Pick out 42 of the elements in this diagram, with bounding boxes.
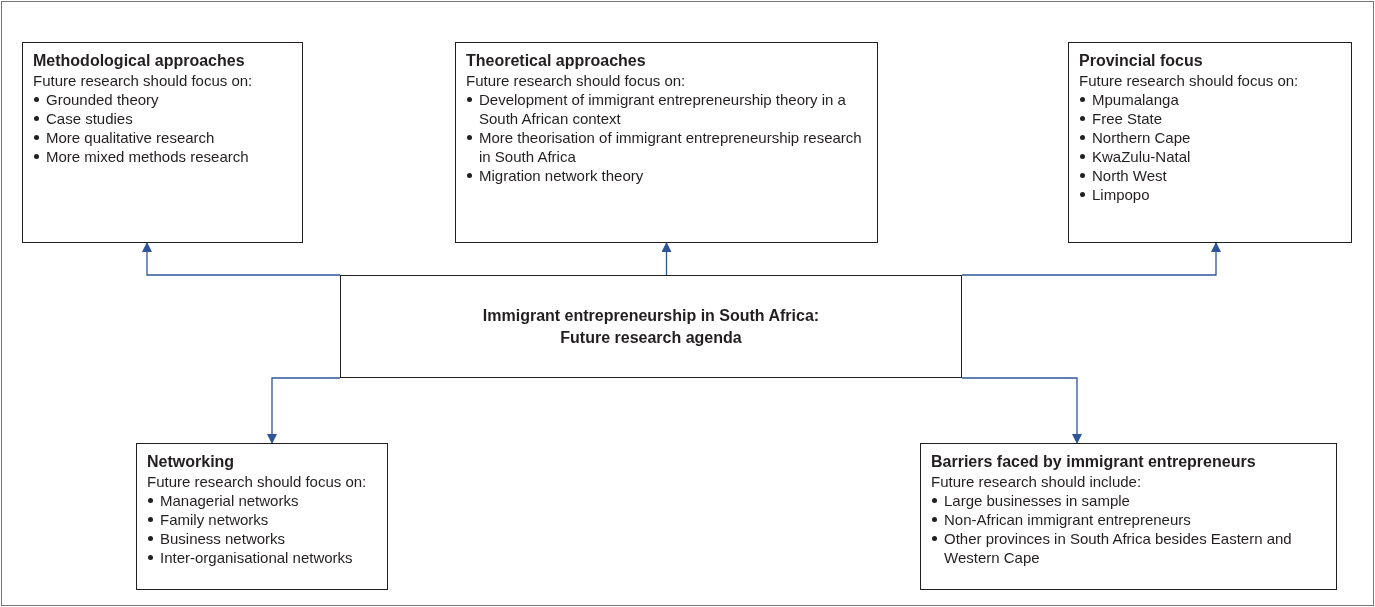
bullet-item: More qualitative research [46, 129, 215, 146]
box-heading: Immigrant entrepreneurship in South Africa: Future research agenda [481, 305, 821, 348]
topic-box [22, 42, 303, 243]
topic-box [1068, 42, 1352, 243]
box-intro-text: Future research should focus on: [1079, 71, 1300, 90]
bullet-item: KwaZulu-Natal [1092, 148, 1191, 165]
box-intro-text: Future research should focus on: [466, 71, 687, 90]
bullet-item: More mixed methods research [46, 148, 249, 165]
topic-box [136, 443, 388, 590]
bullet-item: North West [1092, 167, 1167, 184]
arrow [142, 242, 341, 276]
topic-box [455, 42, 878, 243]
box-intro-text: Future research should focus on: [33, 71, 254, 90]
bullet-item: Grounded theory [46, 91, 159, 108]
bullet-item: Limpopo [1092, 186, 1150, 203]
bullet-item: Free State [1092, 110, 1163, 127]
bullet-item: Non-African immigrant entrepreneurs [944, 511, 1191, 528]
box-heading: Provincial focus [1079, 51, 1204, 71]
bullet-item: Inter-organisational networks [160, 549, 353, 566]
arrow [961, 377, 1082, 444]
box-heading: Theoretical approaches [466, 51, 647, 71]
bullet-item: More theorisation of immigrant entrepreneurship research in South Africa [479, 129, 862, 165]
box-heading: Networking [147, 452, 236, 472]
box-intro-text: Future research should focus on: [147, 472, 368, 491]
bullet-item: Large businesses in sample [944, 492, 1130, 509]
central-topic-box [340, 275, 962, 378]
bullet-item: Business networks [160, 530, 286, 547]
arrow [661, 242, 672, 276]
bullet-item: Northern Cape [1092, 129, 1191, 146]
topic-box [920, 443, 1337, 590]
box-intro-text: Future research should include: [931, 472, 1143, 491]
bullet-item: Other provinces in South Africa besides Eastern and Western Cape [944, 530, 1292, 566]
bullet-item: Managerial networks [160, 492, 299, 509]
bullet-item: Family networks [160, 511, 269, 528]
bullet-item: Mpumalanga [1092, 91, 1179, 108]
box-heading: Barriers faced by immigrant entrepreneurs [931, 452, 1257, 472]
bullet-item: Case studies [46, 110, 133, 127]
bullet-item: Migration network theory [479, 167, 644, 184]
arrow [267, 377, 341, 444]
box-heading: Methodological approaches [33, 51, 246, 71]
bullet-item: Development of immigrant entrepreneurship theory in a South African context [479, 91, 846, 127]
arrow [961, 242, 1221, 276]
